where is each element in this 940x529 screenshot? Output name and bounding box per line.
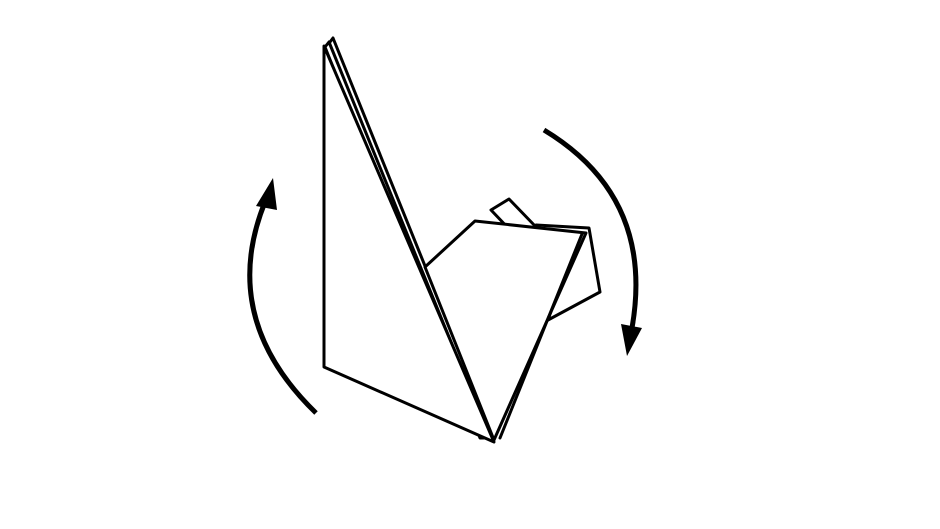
head-inner-edge [498, 232, 584, 440]
origami-model [322, 36, 602, 444]
rotate-right-arrow [542, 127, 642, 356]
rotate-left-arrow-head [256, 178, 277, 210]
rotate-right-arrow-head [621, 324, 642, 356]
rotate-right-arrow-arc [542, 127, 639, 329]
main-body [322, 44, 496, 444]
head-body [423, 219, 588, 442]
rotate-left-arrow [247, 178, 318, 415]
rotate-left-arrow-arc [247, 201, 318, 415]
